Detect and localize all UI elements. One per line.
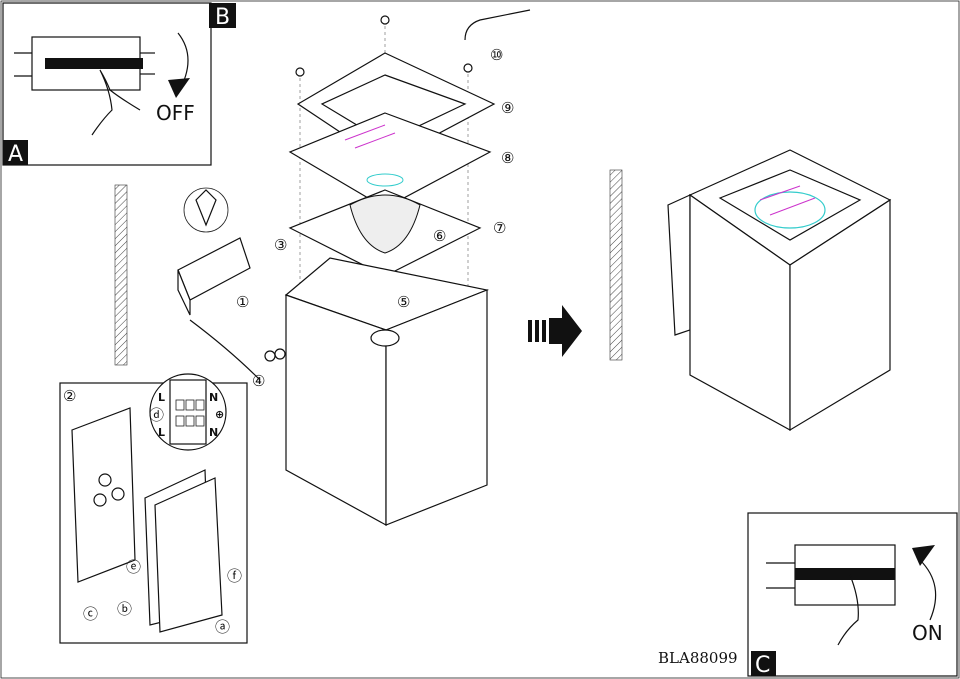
sub-label-f: ⓕ <box>227 567 242 585</box>
terminal-n-bottom: N <box>209 426 218 439</box>
sub-label-a: ⓐ <box>215 618 230 636</box>
exploded-fixture <box>177 15 496 527</box>
sub-label-e: ⓔ <box>126 558 141 576</box>
step-9-label: ⑨ <box>501 99 514 117</box>
label-c-box <box>751 651 776 676</box>
assembled-side <box>789 198 891 432</box>
step-6-label: ⑥ <box>433 227 446 245</box>
rotate-arrow-icon <box>919 559 937 621</box>
junction-cover <box>154 477 223 633</box>
terminal-l-bottom: L <box>158 426 165 439</box>
breaker-panel-icon <box>14 36 155 91</box>
off-label: OFF <box>156 101 195 125</box>
assembled-fixture <box>667 149 892 432</box>
panel-switch-on: C ON <box>747 512 958 678</box>
sub-label-d: ⓓ <box>149 406 164 424</box>
product-code: BLA88099 <box>658 649 738 667</box>
label-a-box <box>3 140 28 165</box>
wall-right <box>609 169 623 361</box>
wall-bracket <box>177 237 251 301</box>
label-a: A <box>8 142 23 167</box>
washer-icon <box>264 350 276 362</box>
reflector <box>349 194 421 254</box>
on-label: ON <box>912 621 943 645</box>
direction-arrow-icon <box>528 305 582 357</box>
hex-key-icon <box>464 9 531 41</box>
power-cable <box>189 319 261 381</box>
label-b: B <box>215 5 230 30</box>
housing-front <box>285 294 387 527</box>
step-10-label: ⑩ <box>490 46 503 64</box>
wall-plug-icon <box>195 189 217 227</box>
step-2-label: ② <box>63 387 76 405</box>
wiring-inset: L N L N ⊕ ⓐ ⓑ ⓒ ⓓ ⓔ ⓕ <box>59 373 248 644</box>
screw-icon <box>295 67 305 77</box>
sub-label-b: ⓑ <box>117 600 132 618</box>
label-c: C <box>755 653 770 678</box>
terminal-l-top: L <box>158 391 165 404</box>
step-3-label: ③ <box>274 236 287 254</box>
wall-left <box>114 184 128 366</box>
sub-label-c: ⓒ <box>83 605 98 623</box>
step-8-label: ⑧ <box>501 149 514 167</box>
step-4-label: ④ <box>252 372 265 390</box>
panel-switch-off: A B OFF <box>2 2 236 167</box>
hand-icon <box>837 574 859 646</box>
screw-icon <box>380 15 390 25</box>
housing-side <box>385 289 488 526</box>
label-b-box <box>209 3 236 28</box>
terminal-n-top: N <box>209 391 218 404</box>
terminal-earth: ⊕ <box>215 408 224 421</box>
step-5-label: ⑤ <box>397 293 410 311</box>
step-7-label: ⑦ <box>493 219 506 237</box>
screw-icon <box>463 63 473 73</box>
lampholder <box>370 329 400 347</box>
step-1-label: ① <box>236 293 249 311</box>
hand-icon <box>91 69 141 136</box>
